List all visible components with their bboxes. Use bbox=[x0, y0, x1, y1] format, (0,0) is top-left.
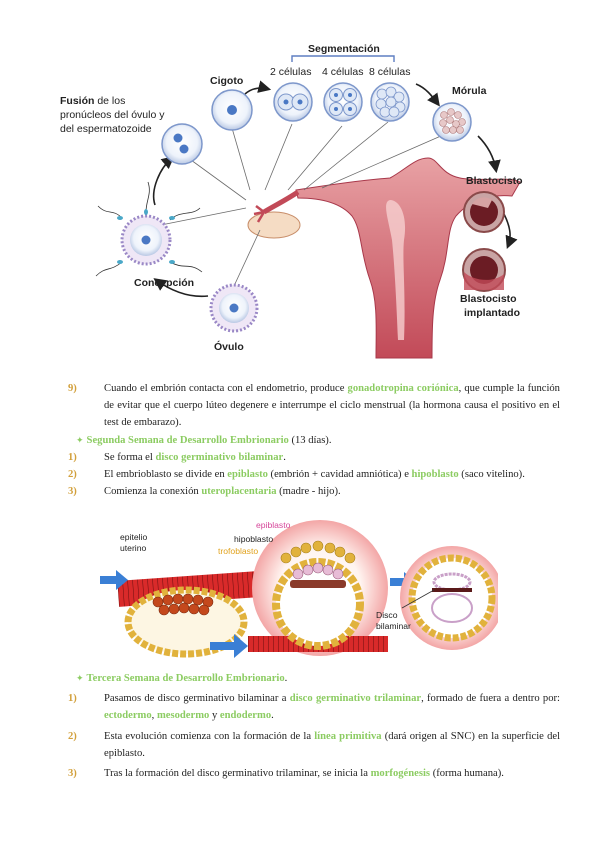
section-3-item-2: 2)Esta evolución comienza con la formaci… bbox=[68, 730, 561, 759]
section-3-item-3: 3)Tras la formación del disco germinativ… bbox=[68, 768, 504, 780]
label-disco-2: bilaminar bbox=[376, 621, 411, 631]
label-epitelio-2: uterino bbox=[120, 543, 146, 553]
cell-8-cells bbox=[370, 82, 410, 122]
stage-2 bbox=[248, 520, 388, 656]
fertilization-diagram: Fusión de los pronúcleos del óvulo y del… bbox=[60, 43, 523, 359]
label-2-celulas: 2 células bbox=[270, 66, 311, 78]
stage-1 bbox=[117, 571, 259, 658]
label-fusion-3: del espermatozoide bbox=[60, 123, 152, 135]
cell-4-cells bbox=[323, 82, 363, 122]
section-3-heading: ✦Tercera Semana de Desarrollo Embrionari… bbox=[76, 673, 288, 684]
label-morula: Mórula bbox=[452, 85, 487, 97]
cell-blastocisto bbox=[463, 191, 505, 233]
cell-cigoto bbox=[211, 89, 253, 131]
label-concepcion: Concepción bbox=[134, 277, 194, 289]
label-cigoto: Cigoto bbox=[210, 75, 243, 87]
cell-blastocisto-implantado bbox=[462, 248, 506, 292]
cell-fusion bbox=[161, 123, 203, 165]
item-9: 9)Cuando el embrión contacta con el endo… bbox=[68, 383, 560, 429]
section-2-item-1: 1)Se forma el disco germinativo bilamina… bbox=[68, 451, 286, 463]
arrow-1 bbox=[100, 570, 128, 590]
label-trofoblasto: trofoblasto bbox=[218, 546, 258, 556]
label-epiblasto: epiblasto bbox=[256, 520, 291, 530]
cell-2-cells bbox=[273, 82, 313, 122]
label-fusion: Fusión de los bbox=[60, 95, 125, 107]
ovulo bbox=[209, 283, 259, 333]
cell-morula bbox=[432, 102, 472, 142]
text-block-1: 9)Cuando el embrión contacta con el endo… bbox=[68, 380, 560, 500]
label-hipoblasto: hipoblasto bbox=[234, 534, 273, 544]
section-2-item-2: 2)El embrioblasto se divide en epiblasto… bbox=[68, 469, 525, 481]
label-ovulo: Óvulo bbox=[214, 340, 244, 353]
segmentation-bracket bbox=[291, 55, 395, 62]
label-blastocisto-implantado-1: Blastocisto bbox=[460, 293, 517, 305]
section-2-heading: ✦Segunda Semana de Desarrollo Embrionari… bbox=[76, 434, 332, 446]
label-8-celulas: 8 células bbox=[369, 66, 410, 78]
label-epitelio-1: epitelio bbox=[120, 532, 147, 542]
arrow-2 bbox=[210, 634, 248, 658]
section-2-item-3: 3)Comienza la conexión uteroplacentaria … bbox=[68, 486, 341, 498]
section-3-item-1: 1)Pasamos de disco germinativo bilaminar… bbox=[68, 693, 560, 722]
label-4-celulas: 4 células bbox=[322, 66, 363, 78]
label-disco-1: Disco bbox=[376, 610, 398, 620]
label-blastocisto: Blastocisto bbox=[466, 175, 523, 187]
label-blastocisto-implantado-2: implantado bbox=[464, 307, 520, 319]
label-segmentacion: Segmentación bbox=[308, 43, 380, 55]
ovulo-concepcion bbox=[95, 181, 203, 277]
stage-3 bbox=[400, 546, 498, 650]
implantation-diagram: epitelio uterino epiblasto hipoblasto tr… bbox=[100, 520, 498, 658]
text-block-2: ✦Tercera Semana de Desarrollo Embrionari… bbox=[68, 670, 561, 782]
label-fusion-2: pronúcleos del óvulo y bbox=[60, 109, 165, 121]
